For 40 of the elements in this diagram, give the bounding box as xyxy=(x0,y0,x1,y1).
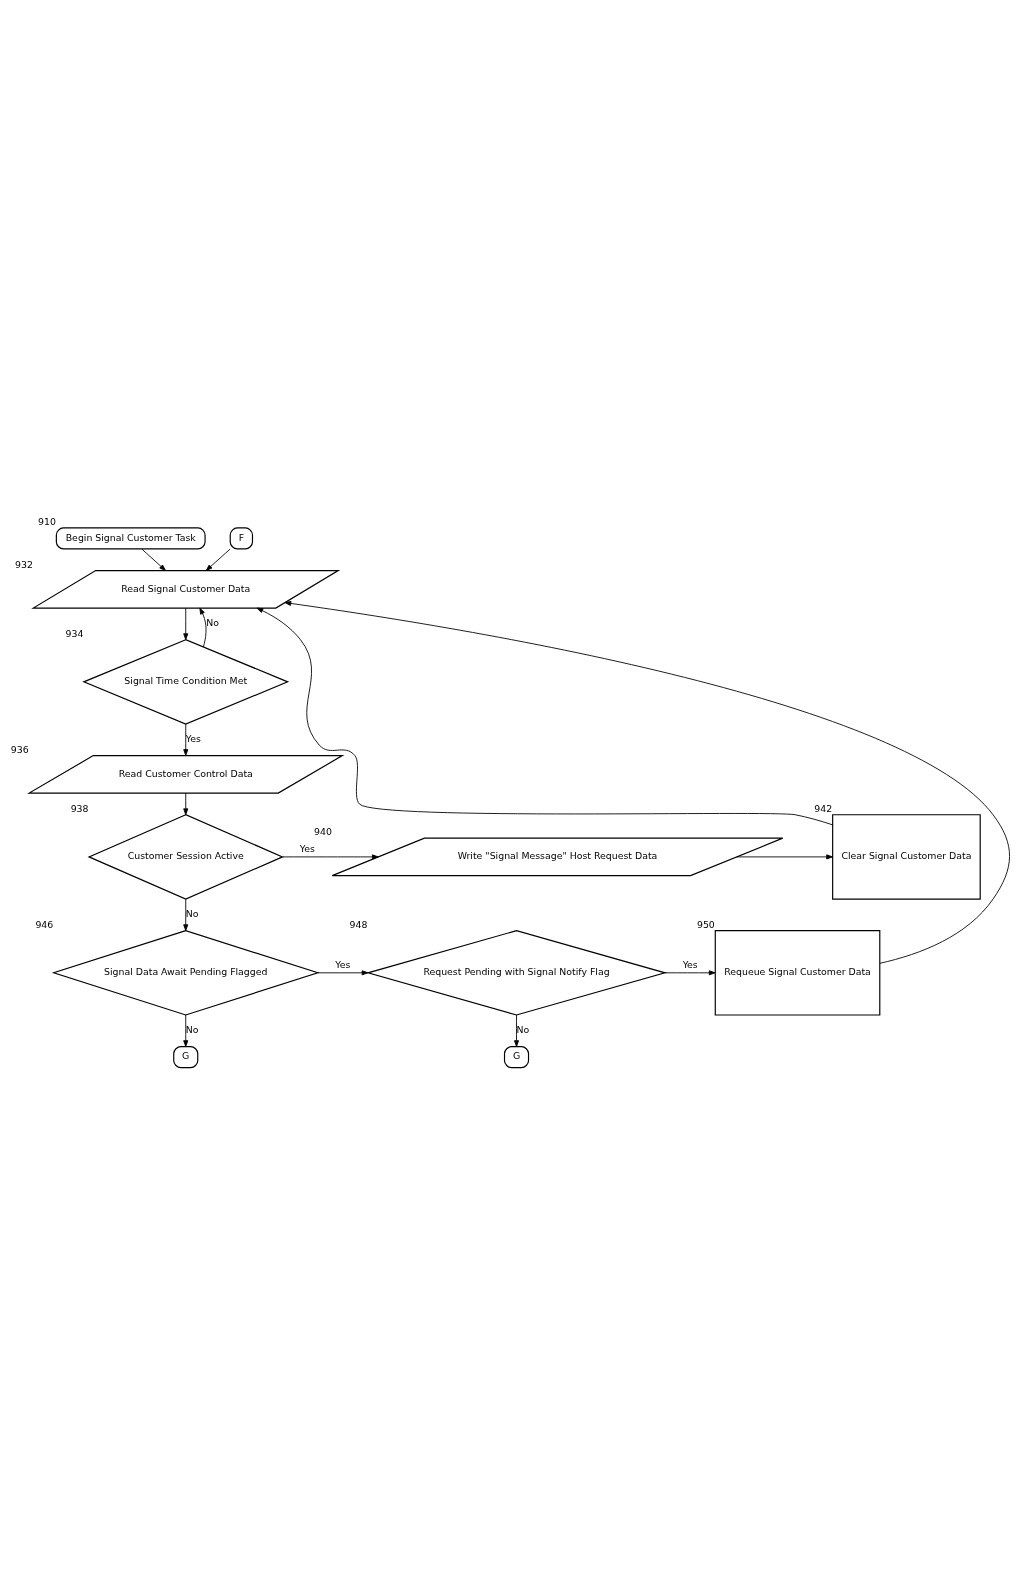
arrow xyxy=(183,792,189,816)
node-diamond: Signal Time Condition Met xyxy=(82,639,290,725)
node-label: 942 xyxy=(814,802,833,814)
arrow xyxy=(736,854,833,860)
arrow xyxy=(256,607,834,826)
edge-label: Yes xyxy=(185,733,201,745)
arrow xyxy=(183,723,189,756)
node-box: Begin Signal Customer Task xyxy=(55,527,206,550)
node-label: 950 xyxy=(696,918,715,930)
node-box: Requeue Signal Customer Data xyxy=(714,930,881,1016)
arrow xyxy=(664,970,716,976)
edge-label: No xyxy=(185,1024,199,1035)
edge-label: Yes xyxy=(682,959,698,971)
arrow xyxy=(284,600,1010,964)
node-diamond: Signal Data Await Pending Flagged xyxy=(51,930,320,1016)
node-label: 938 xyxy=(70,802,89,814)
edge-label: No xyxy=(516,1024,530,1035)
edge-label: Yes xyxy=(335,959,351,971)
node-label: 940 xyxy=(314,826,332,838)
node-box: Clear Signal Customer Data xyxy=(832,814,981,900)
arrow xyxy=(205,548,231,571)
arrow xyxy=(317,970,369,976)
edge-label: No xyxy=(206,617,220,629)
node-label: 934 xyxy=(65,627,84,639)
edge-label: No xyxy=(185,908,199,920)
node-label: 946 xyxy=(35,918,54,930)
arrow xyxy=(183,898,189,932)
arrow xyxy=(141,548,166,571)
node-label: 910 xyxy=(38,515,56,527)
edge-label: Yes xyxy=(299,843,315,855)
node-label: 932 xyxy=(15,558,33,570)
arrow xyxy=(199,607,207,648)
arrow xyxy=(514,1014,519,1047)
node-label: 948 xyxy=(349,918,368,930)
arrow xyxy=(183,1014,189,1047)
node-diamond: Request Pending with Signal Notify Flag xyxy=(365,930,668,1016)
node-diamond: Customer Session Active xyxy=(87,814,284,900)
arrow xyxy=(282,854,379,860)
node-label: 936 xyxy=(10,743,29,755)
arrow xyxy=(183,607,189,641)
